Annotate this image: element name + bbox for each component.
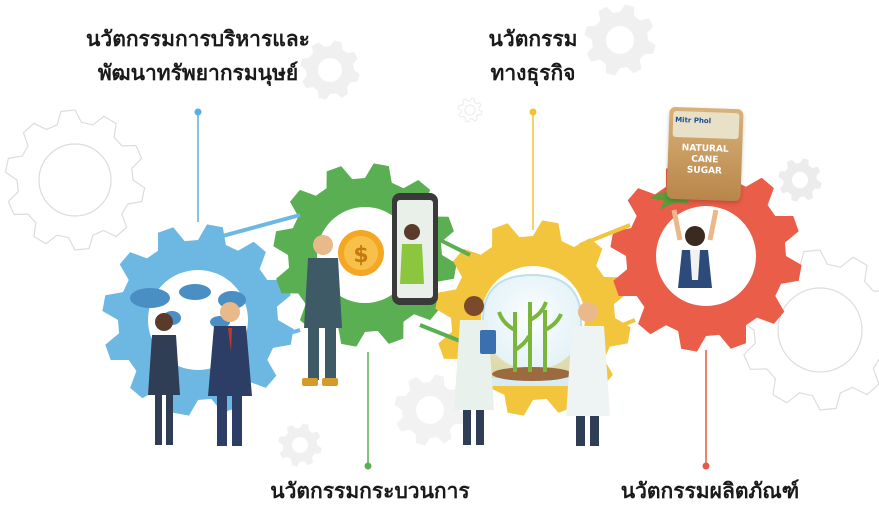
- background-gear: [739, 249, 879, 411]
- gear-body: [4, 109, 146, 251]
- background-gear: [278, 423, 322, 467]
- worker-figure: [302, 235, 342, 386]
- business-label-line1: นวัตกรรม: [488, 27, 578, 51]
- gear-body: [739, 249, 879, 411]
- businessman-figure: [208, 302, 252, 446]
- process-label-line1: นวัตกรรมกระบวนการ: [270, 479, 470, 503]
- process-innovation-label: นวัตกรรมกระบวนการ: [250, 474, 490, 508]
- background-gear: [457, 97, 483, 123]
- background-gear: [778, 158, 822, 202]
- background-gear: [584, 4, 656, 76]
- background-gear: [4, 109, 146, 251]
- business-label-line2: ทางธุรกิจ: [490, 61, 576, 85]
- scientist-man-figure: [566, 302, 610, 446]
- background-gear: [394, 374, 466, 446]
- woman-holding-product-figure: [671, 209, 719, 288]
- hr-innovation-label: นวัตกรรมการบริหารและ พัฒนาทรัพยากรมนุษย์: [64, 22, 332, 90]
- scientist-woman-figure: [454, 296, 496, 445]
- product-innovation-label: นวัตกรรมผลิตภัณฑ์: [598, 474, 822, 508]
- businesswoman-figure: [148, 313, 180, 445]
- tablet-woman-figure: [400, 224, 424, 284]
- background-gear: [300, 40, 360, 100]
- gear-hole: [416, 396, 444, 424]
- pack-brand: Mitr Phol: [675, 115, 712, 126]
- product-label-line1: นวัตกรรมผลิตภัณฑ์: [620, 479, 800, 503]
- gear-body: [457, 97, 483, 123]
- hr-label-line2: พัฒนาทรัพยากรมนุษย์: [97, 61, 299, 85]
- gear-hole: [777, 287, 863, 373]
- coin-symbol: $: [353, 243, 368, 268]
- sugarcane-plants-icon: [497, 301, 563, 372]
- hr-label-line1: นวัตกรรมการบริหารและ: [86, 27, 310, 51]
- gear-hole: [38, 143, 112, 217]
- sugar-product-pack: Mitr Phol NATURAL CANE SUGAR: [666, 106, 744, 202]
- gear-hole: [292, 437, 308, 453]
- gear-hole: [464, 104, 476, 116]
- background-gears: [4, 4, 879, 467]
- coin-icon: $: [338, 230, 384, 276]
- leader-lines: [194, 108, 710, 470]
- gear-hole: [606, 26, 634, 54]
- gear-hole: [792, 172, 808, 188]
- hr-gear: [102, 224, 294, 416]
- pack-title: NATURAL CANE SUGAR: [672, 143, 737, 178]
- business-innovation-label: นวัตกรรม ทางธุรกิจ: [466, 22, 600, 90]
- gear-hole: [318, 58, 342, 82]
- pack-title-line3: SUGAR: [686, 165, 723, 177]
